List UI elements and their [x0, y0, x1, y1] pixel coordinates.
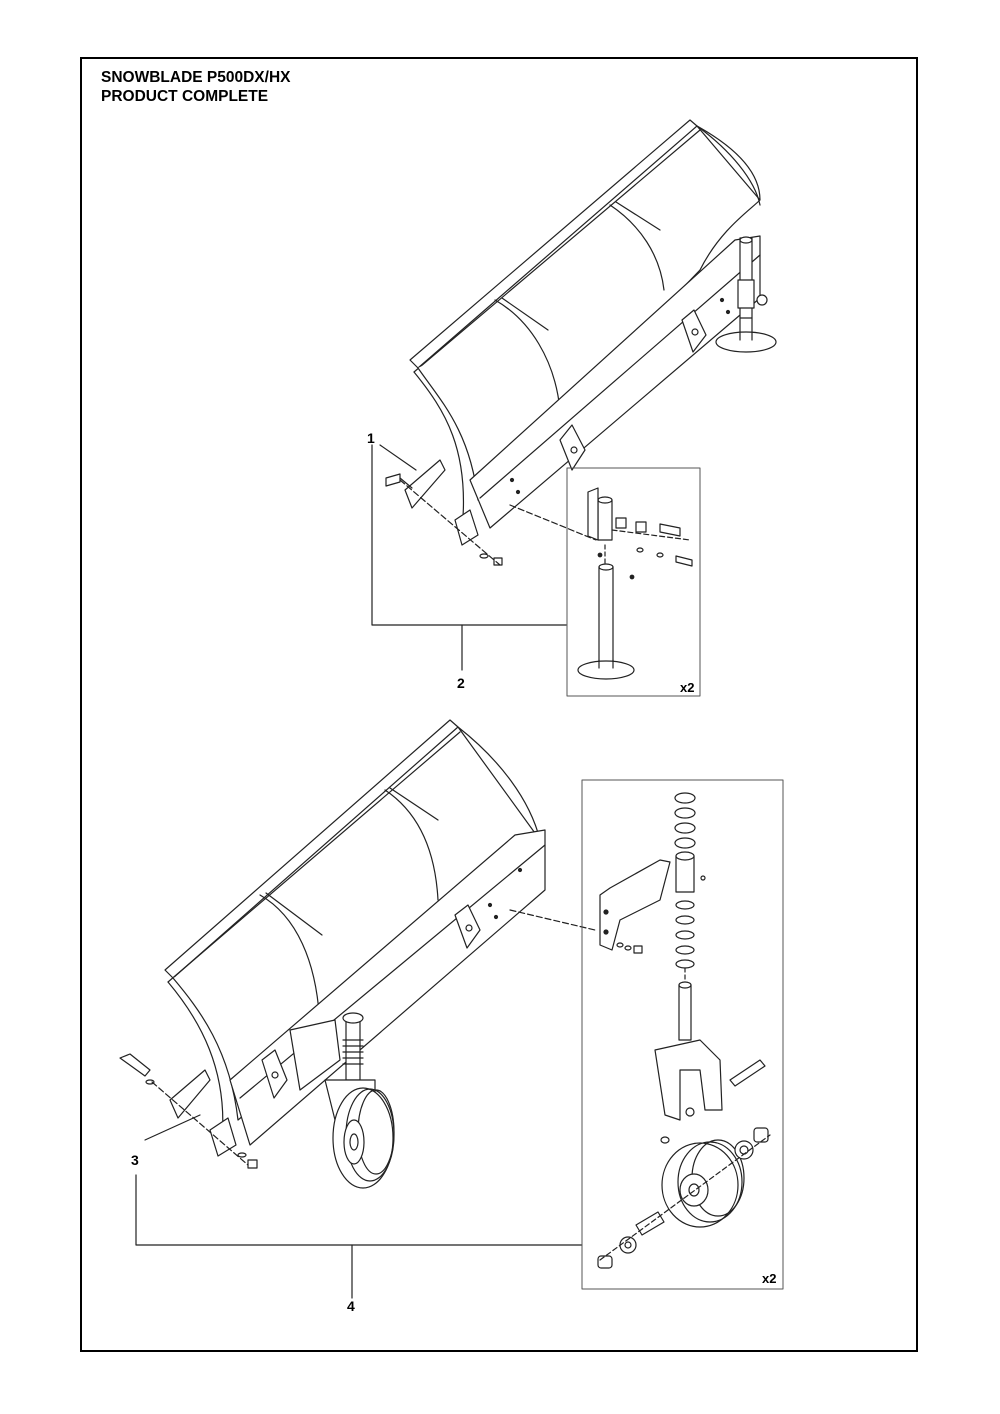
callout-2: 2: [457, 675, 465, 691]
lower-detail-box: [581, 779, 784, 1290]
upper-blade-assembly: [385, 119, 777, 566]
callout-3: 3: [131, 1152, 139, 1168]
callout-4: 4: [347, 1298, 355, 1314]
lower-castor-wheel-detail: [597, 792, 771, 1269]
title-line-1: SNOWBLADE P500DX/HX: [101, 69, 291, 86]
upper-jack-stand-detail: [577, 487, 693, 680]
page-frame: [80, 57, 918, 1352]
title-line-2: PRODUCT COMPLETE: [101, 88, 269, 105]
callout-1: 1: [367, 430, 375, 446]
callout-2-bracket: [371, 444, 567, 626]
lower-blade-assembly: [119, 719, 596, 1189]
callout-3-leader: [144, 1114, 201, 1141]
diagram-title: SNOWBLADE P500DX/HX PRODUCT COMPLETE: [101, 68, 290, 106]
upper-detail-multiplier: x2: [680, 680, 695, 695]
callout-4-bracket: [135, 1174, 583, 1246]
lower-detail-multiplier: x2: [762, 1271, 777, 1286]
callout-1-leader: [379, 444, 417, 471]
upper-detail-box: [566, 467, 701, 697]
